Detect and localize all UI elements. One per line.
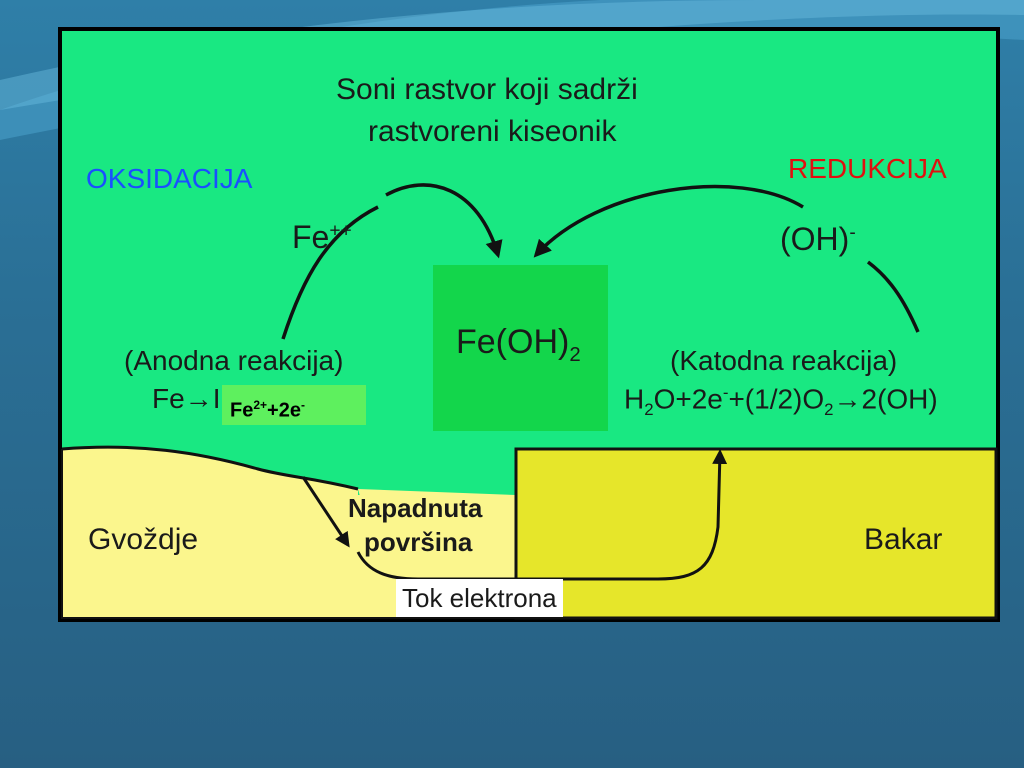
oh-to-product-arrow <box>533 184 804 258</box>
iron-region <box>62 447 516 618</box>
diagram-panel: Soni rastvor koji sadrži rastvoreni kise… <box>58 27 1000 622</box>
anode-product-box: Fe2++2e- <box>222 385 366 425</box>
iron-label: Gvoždje <box>88 523 199 556</box>
oksidacija-label: OKSIDACIJA <box>86 163 253 194</box>
electron-flow-arrow <box>356 449 728 581</box>
attacked-surface-line-1: Napadnuta <box>348 493 483 523</box>
redukcija-label: REDUKCIJA <box>788 153 947 184</box>
copper-label: Bakar <box>864 523 943 556</box>
title-line-2: rastvoreni kiseonik <box>368 115 617 148</box>
fe-rise-arrow <box>281 205 379 340</box>
title-line-1: Soni rastvor koji sadrži <box>336 73 638 106</box>
oh-ion-label: (OH)- <box>780 221 856 257</box>
copper-region <box>514 447 998 620</box>
attacked-surface-line-2: površina <box>364 527 473 557</box>
oh-rise-arrow <box>866 260 920 333</box>
corrosion-diagram <box>61 31 998 620</box>
cathode-title: (Katodna reakcija) <box>670 345 898 376</box>
electron-flow-label: Tok elektrona <box>396 579 563 617</box>
anode-title: (Anodna reakcija) <box>124 345 344 376</box>
iron-surface-line <box>61 445 359 491</box>
anode-equation: Fe→I <box>152 383 221 414</box>
product-box <box>433 265 608 431</box>
attack-arrow <box>301 476 350 548</box>
fe-ion-label: Fe++ <box>292 219 352 255</box>
product-label: Fe(OH)2 <box>456 323 581 366</box>
cathode-equation: H2O+2e-+(1/2)O2→2(OH) <box>624 383 938 419</box>
fe-to-product-arrow <box>385 183 503 259</box>
